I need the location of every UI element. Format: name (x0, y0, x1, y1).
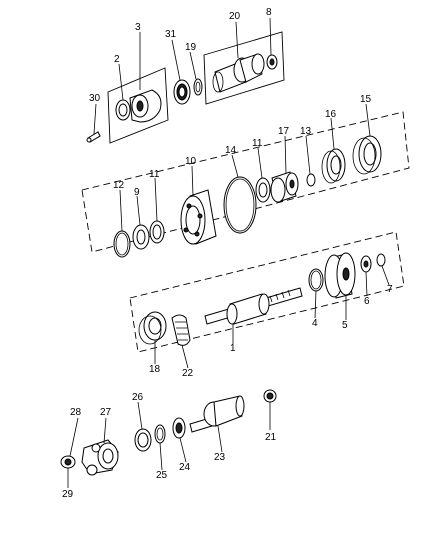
part-23-output-shaft (189, 395, 245, 433)
callout-12: 12 (113, 180, 125, 191)
group-frame-upper-right (203, 31, 285, 105)
callout-24: 24 (179, 462, 191, 473)
callout-20: 20 (229, 11, 241, 22)
callout-31: 31 (165, 29, 177, 40)
part-5-sprocket (324, 252, 356, 299)
callout-11a: 11 (149, 169, 160, 180)
callout-21: 21 (265, 432, 277, 443)
callout-labels: 1 2 3 4 5 6 7 8 9 10 11 11 12 13 14 15 1… (62, 7, 393, 500)
part-21-nut (263, 389, 277, 403)
callout-27: 27 (100, 407, 112, 418)
callout-22: 22 (182, 368, 194, 379)
callout-4: 4 (312, 318, 318, 329)
part-4-ring (308, 268, 324, 292)
part-10-carrier (180, 189, 217, 245)
callout-19: 19 (185, 42, 197, 53)
part-18-gear (138, 311, 167, 345)
callout-28: 28 (70, 407, 82, 418)
callout-29: 29 (62, 489, 74, 500)
callout-26: 26 (132, 392, 144, 403)
callout-14: 14 (225, 145, 237, 156)
callout-30: 30 (89, 93, 101, 104)
callout-18: 18 (149, 364, 161, 375)
part-2-bearing (115, 99, 131, 121)
part-7-ring (376, 253, 386, 267)
part-22-chain (171, 314, 191, 346)
part-13-ring (306, 173, 316, 187)
part-20-input-shaft (212, 53, 265, 93)
callout-7: 7 (387, 284, 393, 295)
group-frame-upper-left (107, 67, 169, 144)
callout-6: 6 (364, 296, 370, 307)
part-26-seal (134, 428, 152, 452)
part-14-snap-ring (223, 176, 257, 234)
leader-lines (67, 17, 390, 488)
part-27-yoke (81, 439, 119, 476)
callout-8: 8 (266, 7, 272, 18)
part-15-gear (352, 135, 382, 175)
part-30-pin (86, 131, 101, 143)
part-6-bearing (360, 255, 372, 273)
part-25-ring (154, 424, 166, 444)
callout-9: 9 (134, 187, 140, 198)
callout-11b: 11 (252, 138, 263, 149)
callout-15: 15 (360, 94, 372, 105)
part-24-bearing (172, 417, 186, 439)
callout-1: 1 (230, 343, 236, 354)
part-17-hub (270, 171, 299, 203)
group-frame-shaft (129, 231, 405, 353)
group-frame-middle (81, 111, 410, 253)
part-8-bearing (266, 54, 278, 70)
callout-5: 5 (342, 320, 348, 331)
part-12-ring (113, 230, 131, 258)
part-1-mainshaft (204, 287, 303, 325)
part-19-snap-ring (193, 78, 203, 96)
part-31-bearing (173, 79, 191, 105)
callout-16: 16 (325, 109, 337, 120)
callout-13: 13 (300, 126, 312, 137)
part-16-gear (321, 148, 346, 184)
callout-25: 25 (156, 470, 168, 481)
part-3-retainer (129, 89, 162, 123)
part-9-washer (132, 224, 150, 250)
callout-17: 17 (278, 126, 290, 137)
callout-10: 10 (185, 156, 197, 167)
callout-2: 2 (114, 54, 120, 65)
part-29-nut (60, 455, 76, 469)
callout-23: 23 (214, 452, 226, 463)
part-11-washer-right (255, 177, 271, 203)
callout-3: 3 (135, 22, 141, 33)
part-11-washer-left (149, 220, 165, 244)
